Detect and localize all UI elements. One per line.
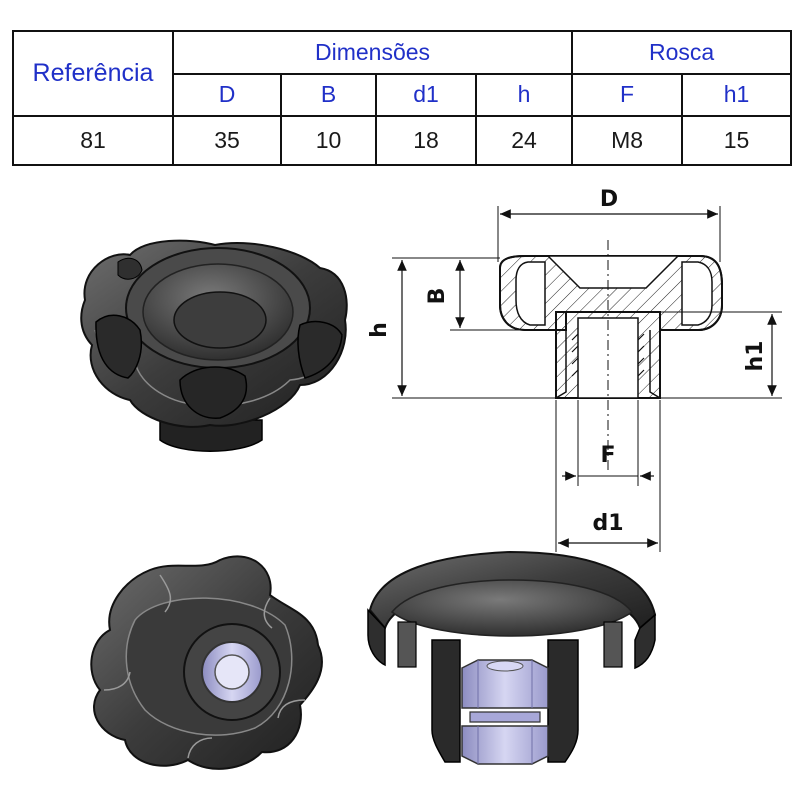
reference-header: Referência xyxy=(12,29,174,118)
knob-cutaway-view xyxy=(367,550,657,765)
cell-d1: 18 xyxy=(375,115,477,166)
cell-B: 10 xyxy=(280,115,377,166)
cell-h1: 15 xyxy=(681,115,793,166)
label-h: h xyxy=(367,322,392,338)
cell-F: M8 xyxy=(571,115,684,166)
label-D: D xyxy=(600,187,618,212)
cell-h: 24 xyxy=(474,115,574,166)
knob-top-view xyxy=(80,239,348,452)
section-drawing: D h B h1 F d1 xyxy=(367,187,782,552)
dimensions-header: Dimensões xyxy=(171,30,574,75)
label-F: F xyxy=(600,443,615,468)
column-header-B: B xyxy=(280,72,377,118)
dimensions-table: Referência Dimensões Rosca D B d1 h F h1… xyxy=(12,29,793,166)
column-header-D: D xyxy=(172,72,282,118)
column-header-h: h xyxy=(474,72,574,118)
label-h1: h1 xyxy=(743,341,768,372)
knob-bottom-view xyxy=(90,555,323,770)
cell-D: 35 xyxy=(172,115,282,166)
cell-reference: 81 xyxy=(12,115,174,166)
label-d1: d1 xyxy=(592,511,623,536)
column-header-d1: d1 xyxy=(375,72,477,118)
column-header-h1: h1 xyxy=(681,72,793,118)
column-header-F: F xyxy=(571,72,684,118)
thread-header: Rosca xyxy=(571,30,793,75)
label-B: B xyxy=(425,288,450,305)
